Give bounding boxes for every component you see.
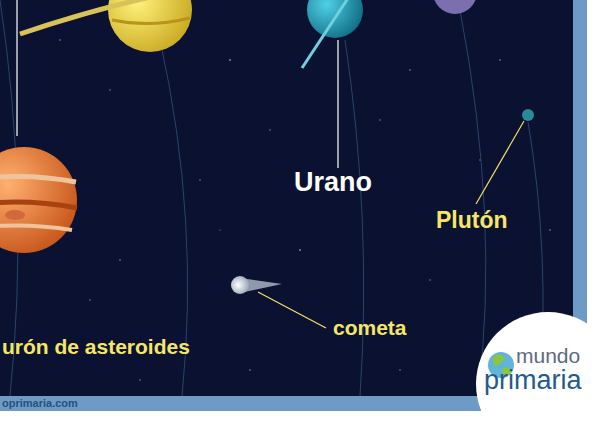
logo: mundoprimaria <box>482 340 594 412</box>
planet-label: Plutón <box>436 208 508 233</box>
website-url: oprimaria.com <box>2 397 78 409</box>
logo-word: mundo <box>516 344 580 367</box>
object-label: cometa <box>333 316 407 339</box>
stars <box>59 39 551 380</box>
logo-word: primaria <box>484 366 582 396</box>
orbits <box>0 0 543 396</box>
logo-disc <box>476 312 600 435</box>
neptune <box>433 0 477 14</box>
saturn <box>20 0 265 52</box>
space <box>0 0 573 396</box>
pluto <box>522 109 534 121</box>
planet-label: Urano <box>294 168 372 198</box>
belt-label: urón de asteroides <box>2 335 190 358</box>
comet <box>231 276 282 294</box>
jupiter <box>0 147 77 253</box>
uranus <box>302 0 363 68</box>
leader-lines <box>17 0 524 328</box>
